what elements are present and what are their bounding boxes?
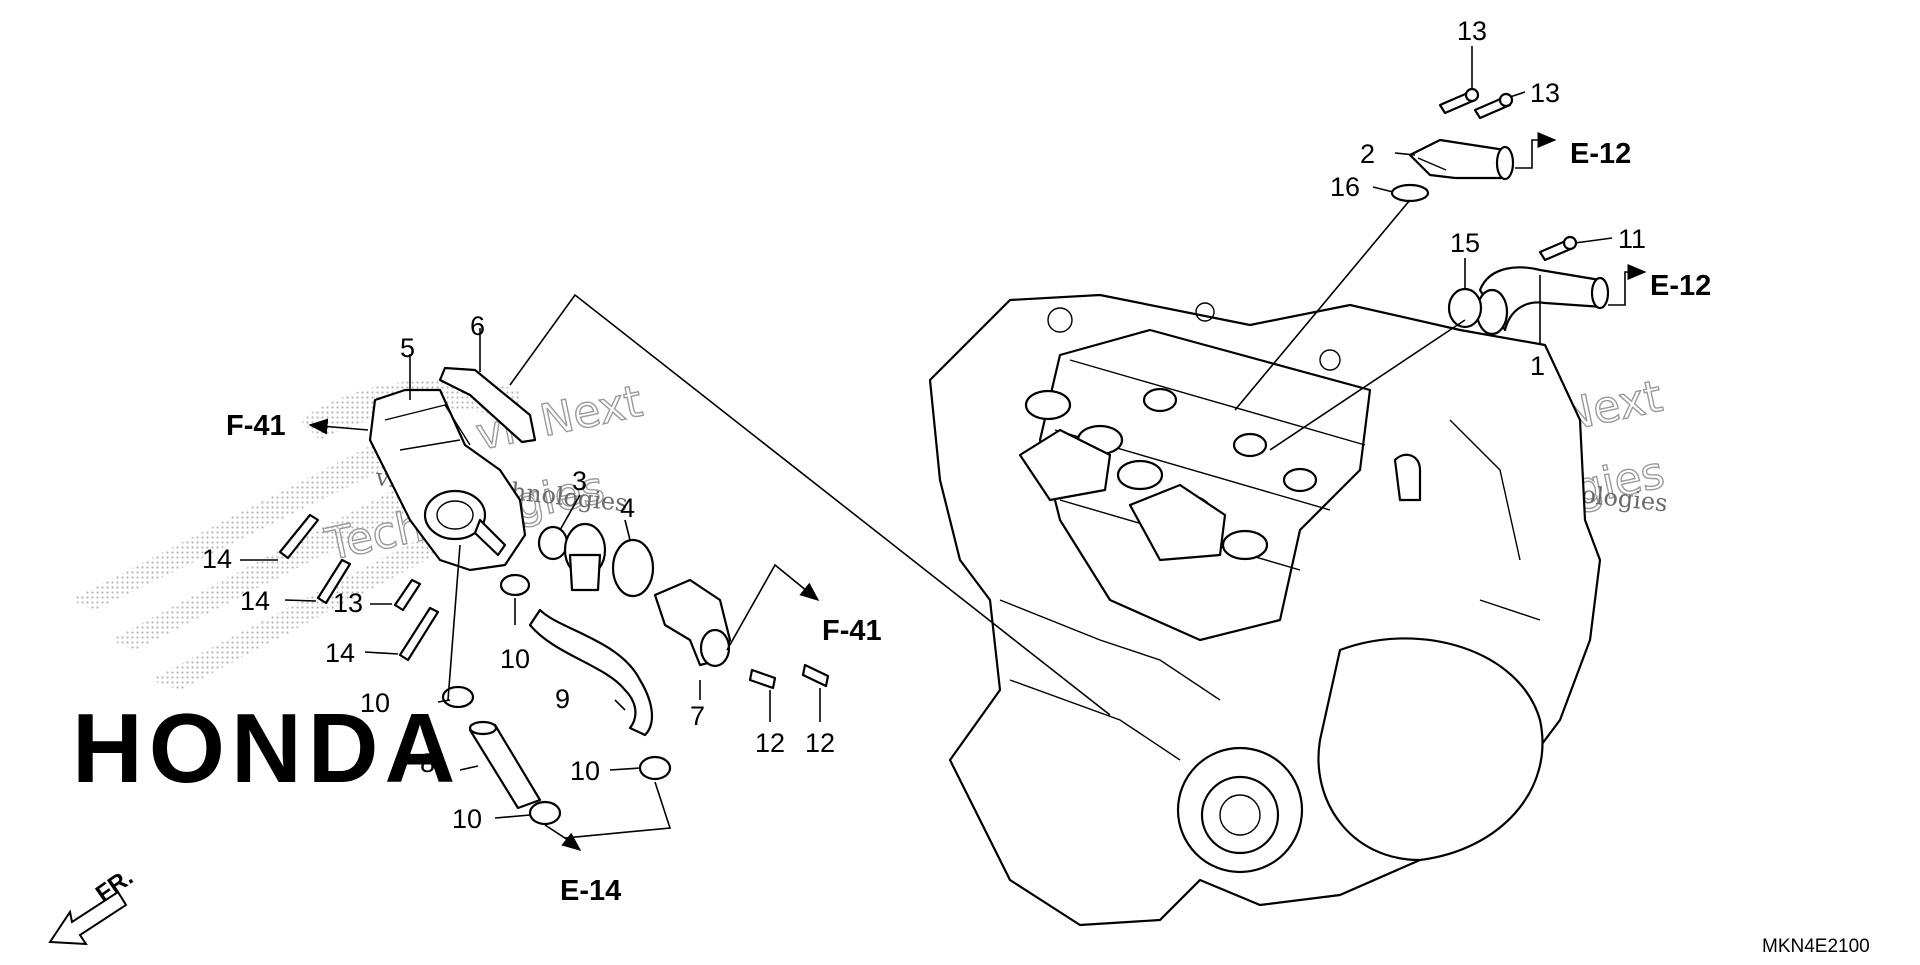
leader-lines (240, 46, 1647, 851)
bolt-14-a (278, 513, 320, 560)
bolt-13-c (393, 578, 422, 612)
ref-f41-right: F-41 (822, 615, 882, 647)
bolt-13-left (1438, 87, 1480, 115)
callout-10-b: 10 (360, 688, 390, 718)
ref-e12-lower: E-12 (1650, 270, 1711, 302)
callout-10-a: 10 (500, 644, 530, 674)
ref-f41-left: F-41 (226, 410, 286, 442)
callout-11: 11 (1618, 224, 1646, 254)
thermostat-4 (563, 522, 607, 592)
honda-wing-logo: HONDA (70, 380, 520, 803)
honda-logo-text: HONDA (72, 693, 461, 803)
callouts: 1 2 3 4 5 6 7 8 9 10 10 10 10 11 12 12 1… (202, 16, 1646, 834)
clamp-10-d (528, 800, 562, 826)
engine-block (928, 293, 1602, 927)
callout-7: 7 (690, 701, 705, 731)
callout-13-b: 13 (1530, 78, 1560, 108)
callout-16: 16 (1330, 172, 1360, 202)
front-arrow-icon (48, 890, 128, 946)
clamp-10-a (499, 573, 531, 597)
callout-13-c: 13 (333, 588, 363, 618)
hose-9 (528, 608, 653, 737)
callout-10-d: 10 (452, 804, 482, 834)
o-ring-16 (1390, 183, 1430, 203)
ref-e12-upper: E-12 (1570, 138, 1631, 170)
callout-10-c: 10 (570, 756, 600, 786)
water-pipe-lower (1475, 266, 1610, 336)
bolt-12-b (801, 663, 830, 688)
callout-9: 9 (555, 684, 570, 714)
gasket-6 (438, 366, 537, 444)
callout-14-c: 14 (325, 638, 355, 668)
thermostat-housing (368, 388, 527, 572)
callout-8: 8 (420, 748, 435, 778)
reference-labels: E-12 E-12 F-41 F-41 E-14 (226, 138, 1711, 907)
bolt-11 (1538, 235, 1578, 262)
bolt-13-right (1473, 92, 1514, 120)
callout-2: 2 (1360, 139, 1375, 169)
callout-12-b: 12 (805, 728, 835, 758)
callout-4: 4 (620, 493, 635, 523)
front-direction-marker: FR. (48, 864, 138, 946)
callout-1: 1 (1530, 351, 1545, 381)
clamp-10-c (638, 755, 672, 781)
seal-ring-4 (611, 538, 655, 598)
callout-5: 5 (400, 333, 415, 363)
callout-13-a: 13 (1457, 16, 1487, 46)
bolt-14-c (398, 606, 440, 662)
callout-12-a: 12 (755, 728, 785, 758)
diagram-code: MKN4E2100 (1762, 936, 1870, 957)
callout-6: 6 (470, 311, 485, 341)
bolt-12-a (748, 668, 777, 690)
front-marker-label: FR. (91, 864, 138, 908)
callout-15: 15 (1450, 228, 1480, 258)
seal-15 (1447, 287, 1483, 329)
ref-e14: E-14 (560, 875, 621, 907)
callout-14-a: 14 (202, 544, 232, 574)
callout-3: 3 (572, 466, 587, 496)
callout-14-b: 14 (240, 586, 270, 616)
bolt-14-b (316, 558, 352, 605)
hose-8 (468, 720, 542, 810)
o-ring-3 (537, 525, 569, 561)
water-pipe-upper (1408, 138, 1515, 181)
clamp-10-b (441, 685, 475, 709)
thermostat-cover-7 (653, 578, 732, 668)
